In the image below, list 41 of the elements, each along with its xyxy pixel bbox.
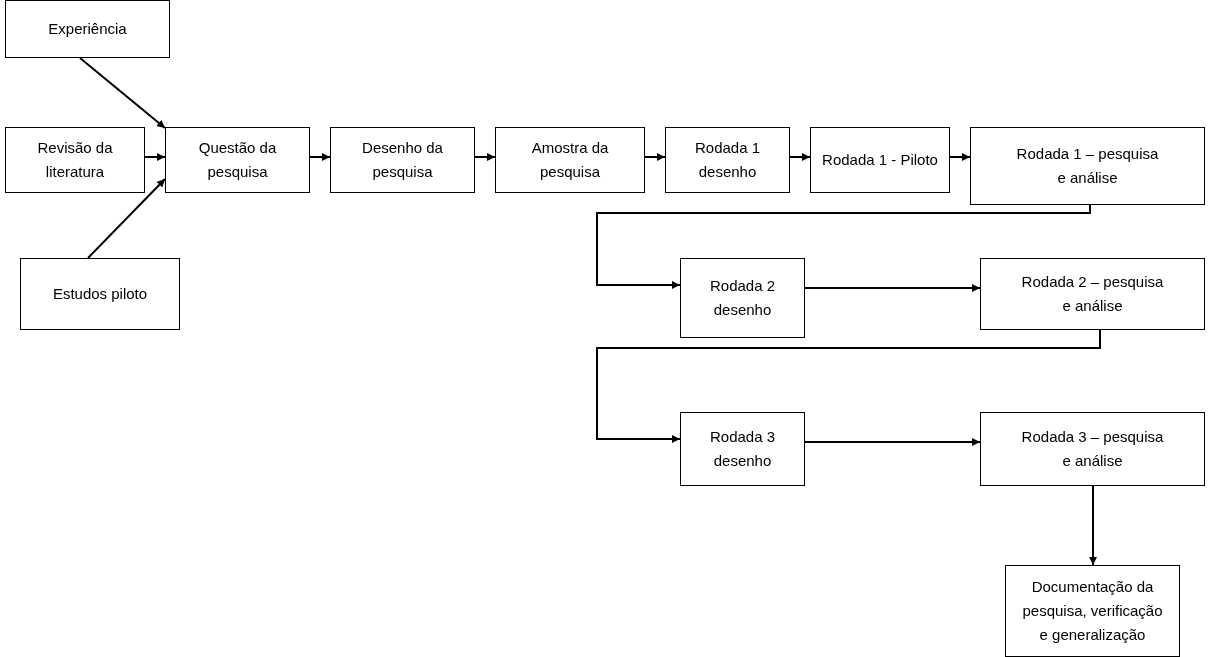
box-label: Amostra da pesquisa [530, 138, 610, 182]
process-box [20, 258, 180, 330]
process-box [980, 412, 1205, 486]
arrow [804, 284, 981, 292]
box-label: Questão da pesquisa [197, 138, 278, 182]
process-box [5, 127, 145, 193]
box-label: Rodada 1 desenho [693, 138, 762, 182]
box-label: Experiência [48, 19, 127, 39]
process-box [680, 412, 805, 486]
box-label: Revisão da literatura [36, 138, 114, 182]
process-box [810, 127, 950, 193]
arrow [804, 438, 981, 446]
box-label: Rodada 3 desenho [708, 427, 777, 471]
box-label: Rodada 1 - Piloto [822, 150, 938, 170]
box-label: Documentação da pesquisa, verificação e generalização [1021, 577, 1164, 645]
process-box [5, 0, 170, 58]
box-label: Rodada 2 desenho [708, 276, 777, 320]
arrow [949, 153, 971, 161]
process-box [1005, 565, 1180, 657]
arrow [596, 204, 1091, 289]
arrow [644, 153, 666, 161]
process-box [330, 127, 475, 193]
box-label: Estudos piloto [52, 284, 148, 304]
process-box [970, 127, 1205, 205]
arrow [1089, 485, 1097, 566]
process-box [680, 258, 805, 338]
box-label: Desenho da pesquisa [361, 138, 444, 182]
arrow [789, 153, 811, 161]
box-label: Rodada 3 – pesquisa e análise [1020, 427, 1165, 471]
box-label: Rodada 2 – pesquisa e análise [1020, 272, 1165, 316]
process-box [495, 127, 645, 193]
arrow [87, 178, 166, 259]
process-box [165, 127, 310, 193]
arrow [596, 329, 1101, 443]
process-box [665, 127, 790, 193]
arrow [144, 153, 166, 161]
box-label: Rodada 1 – pesquisa e análise [1015, 144, 1160, 188]
arrow [474, 153, 496, 161]
arrow [79, 57, 166, 129]
arrow [309, 153, 331, 161]
process-box [980, 258, 1205, 330]
